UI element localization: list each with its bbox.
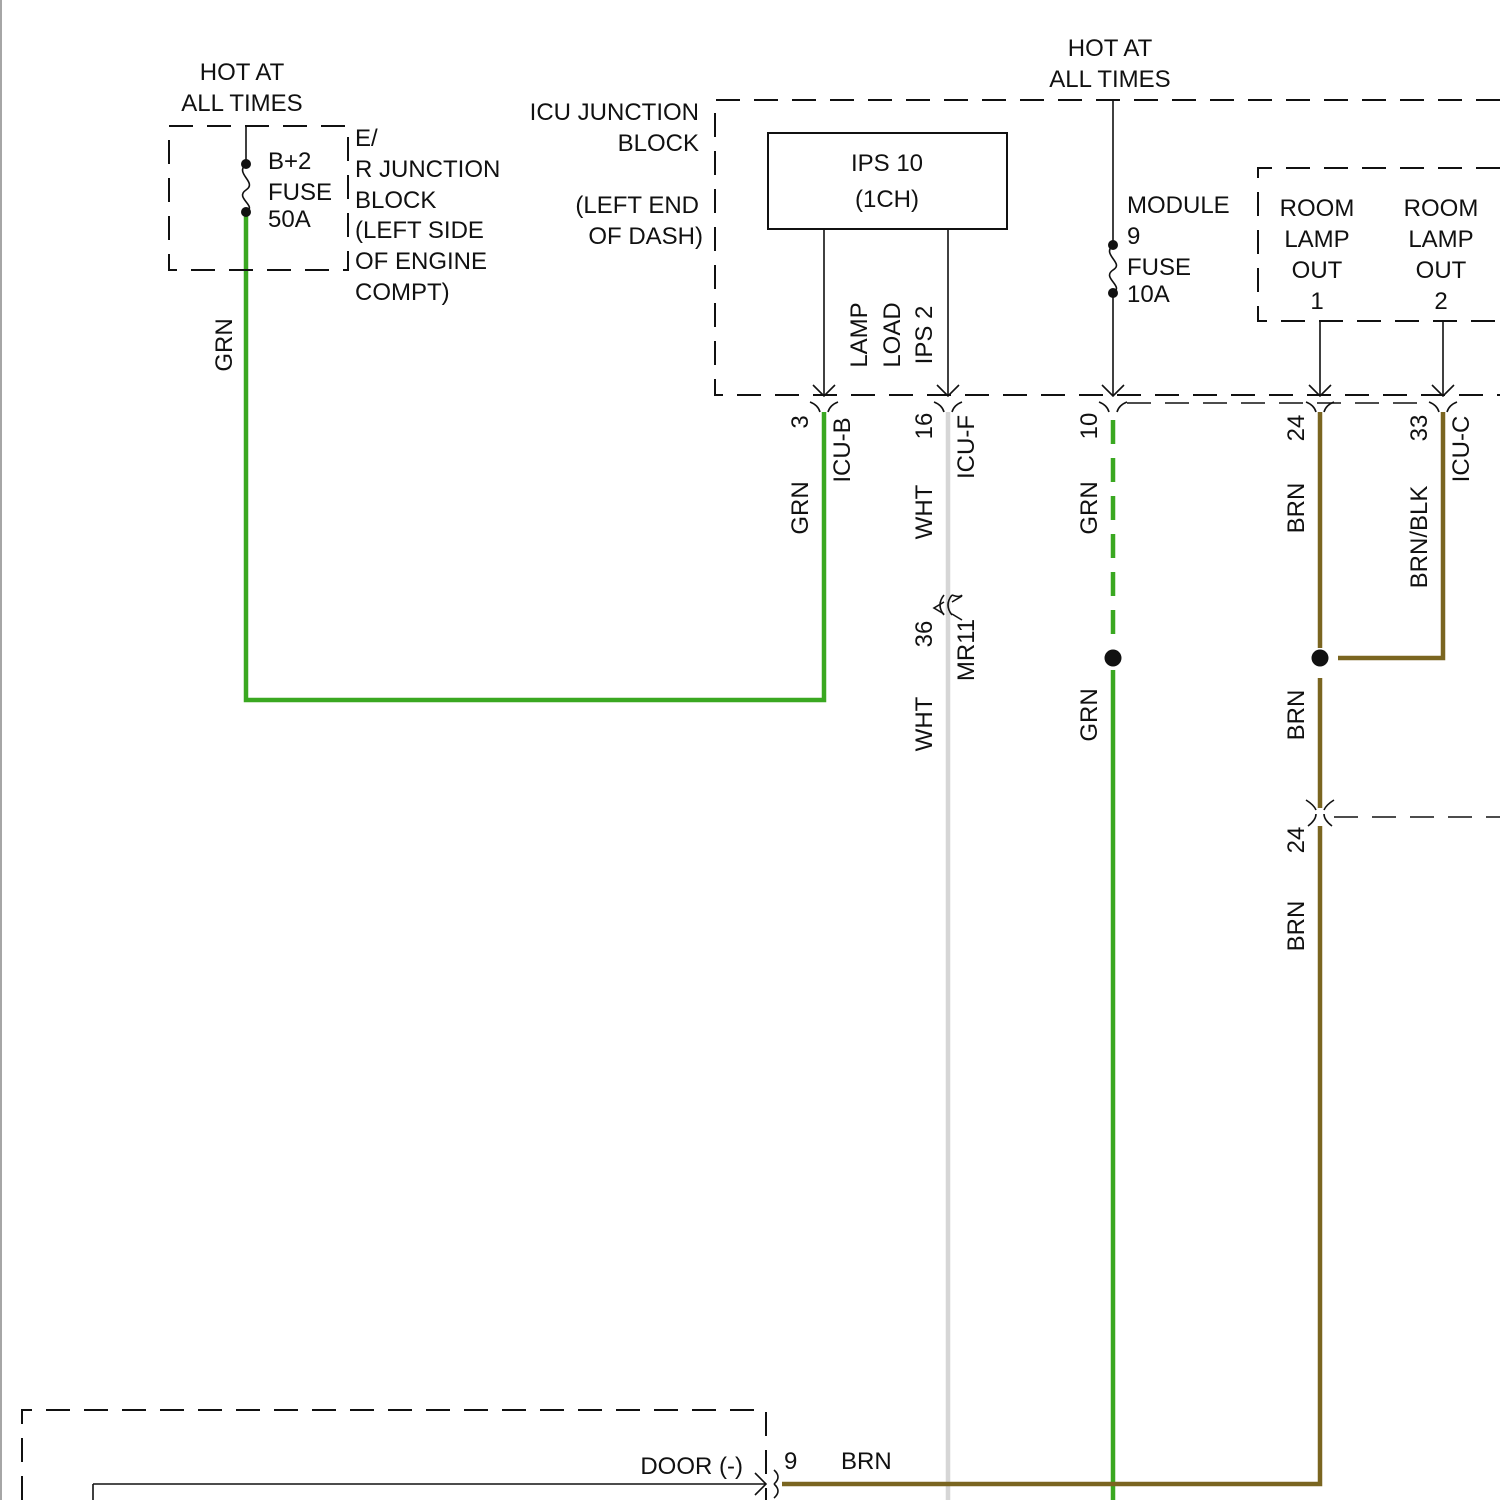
er-fuse-terminal-bottom — [241, 207, 251, 217]
wire-label-grn-below-splice: GRN — [1076, 688, 1103, 741]
icu-block-name-1: ICU JUNCTION — [530, 99, 699, 126]
pin-24: 24 — [1283, 415, 1310, 442]
connector-icu-b: ICU-B — [829, 417, 856, 482]
wire-label-brn-lower: BRN — [1283, 901, 1310, 952]
room-lamp-out-2-number: 2 — [1434, 288, 1447, 315]
connector-mr11: MR11 — [953, 619, 980, 681]
room-lamp-out-1-label-3: OUT — [1292, 257, 1343, 284]
b2-fuse-icon — [243, 164, 250, 212]
pin-24-lower: 24 — [1283, 827, 1310, 854]
er-block-name-5: OF ENGINE — [355, 248, 487, 275]
splice-grn — [1105, 650, 1122, 667]
wire-label-grn-left: GRN — [211, 318, 238, 371]
module-fuse-label-2: 9 — [1127, 223, 1140, 250]
wires — [246, 212, 1443, 1500]
module-fuse-rating: 10A — [1127, 281, 1170, 308]
module-fuse-icon — [1110, 245, 1117, 293]
connector-icu-f: ICU-F — [953, 415, 980, 479]
ips10-channel: (1CH) — [855, 186, 919, 213]
er-block-name-6: COMPT) — [355, 279, 450, 306]
wire-label-brn-below-splice: BRN — [1283, 690, 1310, 741]
lamp-load-ips2-label-2: LOAD — [879, 302, 906, 367]
room-lamp-out-2-label-2: LAMP — [1408, 226, 1473, 253]
pin-33: 33 — [1406, 415, 1433, 442]
er-block-name-3: BLOCK — [355, 187, 436, 214]
wire-label-grn-icub: GRN — [787, 481, 814, 534]
wire-label-brn-pin24: BRN — [1283, 483, 1310, 534]
connector-icon — [774, 1470, 778, 1498]
pin-10: 10 — [1076, 413, 1103, 440]
icu-block-name-2: BLOCK — [618, 130, 699, 157]
room-lamp-out-1-label-2: LAMP — [1284, 226, 1349, 253]
pin-3: 3 — [787, 415, 814, 428]
ips10-label: IPS 10 — [851, 150, 923, 177]
wire-label-wht-2: WHT — [911, 696, 938, 751]
hot-at-all-times-left: HOT AT — [200, 59, 285, 86]
wire-label-grn-pin10: GRN — [1076, 481, 1103, 534]
wire-grn-b2-to-icub[interactable] — [246, 212, 824, 700]
room-lamp-out-2-label-3: OUT — [1416, 257, 1467, 284]
wire-brn-bottom[interactable] — [782, 826, 1320, 1484]
hot-at-all-times-left-2: ALL TIMES — [181, 90, 302, 117]
er-block-name-1: E/ — [355, 125, 378, 152]
b2-fuse-rating: 50A — [268, 206, 311, 233]
lamp-load-ips2-label-3: IPS 2 — [911, 306, 938, 365]
connector-icon — [934, 402, 962, 412]
er-block-name-4: (LEFT SIDE — [355, 217, 484, 244]
room-lamp-out-1-label: ROOM — [1280, 195, 1355, 222]
wire-label-brn-bottom: BRN — [841, 1448, 892, 1475]
room-lamp-out-2-label: ROOM — [1404, 195, 1479, 222]
icu-block-name-4: OF DASH) — [588, 223, 703, 250]
hot-at-all-times-right-2: ALL TIMES — [1049, 66, 1170, 93]
b2-fuse-label-2: FUSE — [268, 179, 332, 206]
wire-label-wht-1: WHT — [911, 484, 938, 539]
door-minus-label: DOOR (-) — [640, 1453, 743, 1480]
wire-label-brnblk: BRN/BLK — [1406, 486, 1433, 589]
connector-icon — [1429, 402, 1457, 412]
icu-junction-block-box — [715, 100, 1500, 395]
connector-icu-c: ICU-C — [1448, 416, 1475, 483]
connector-icon — [1099, 402, 1127, 412]
hot-at-all-times-right: HOT AT — [1068, 35, 1153, 62]
module-fuse-label-3: FUSE — [1127, 254, 1191, 281]
pin-16: 16 — [911, 413, 938, 440]
module-fuse-label-1: MODULE — [1127, 192, 1230, 219]
connector-icon — [1308, 814, 1332, 826]
pin-9: 9 — [784, 1448, 797, 1475]
er-block-name-2: R JUNCTION — [355, 156, 500, 183]
connector-icon — [810, 402, 838, 412]
splice-brn — [1312, 650, 1329, 667]
icu-block-name-3: (LEFT END — [575, 192, 699, 219]
ips10-module-box — [768, 133, 1007, 229]
room-lamp-out-1-number: 1 — [1310, 288, 1323, 315]
lamp-load-ips2-label: LAMP — [846, 302, 873, 367]
b2-fuse-label: B+2 — [268, 148, 311, 175]
pin-36: 36 — [911, 621, 938, 648]
